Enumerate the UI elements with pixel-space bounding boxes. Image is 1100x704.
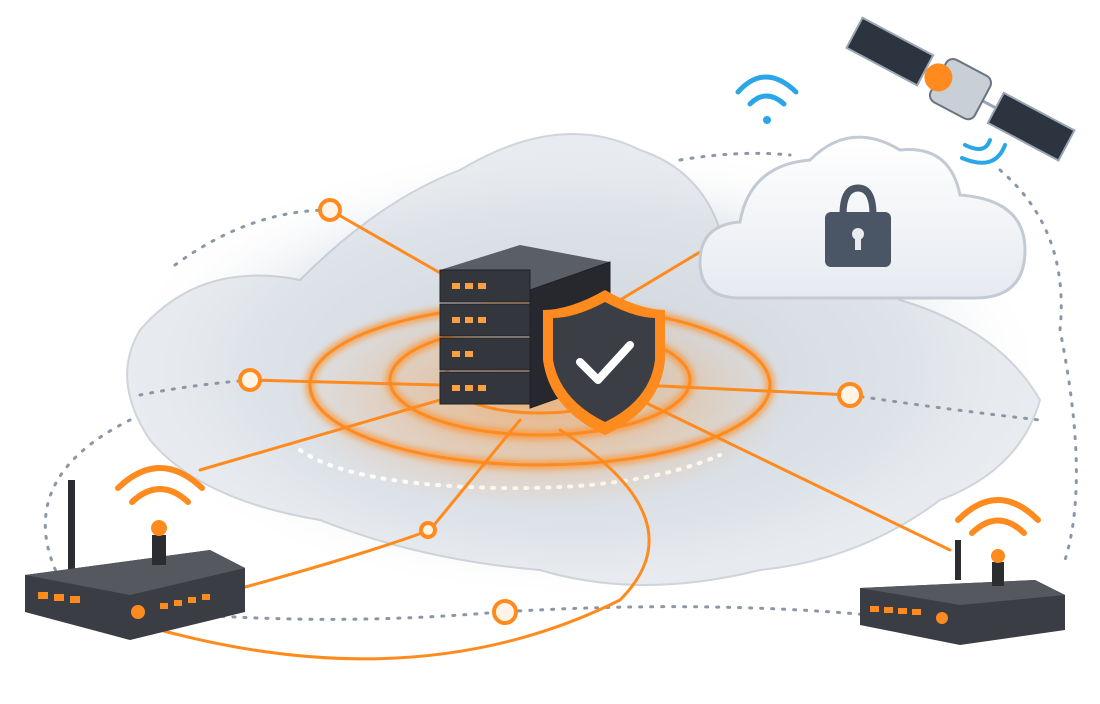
shield-check-icon [543, 290, 665, 435]
wifi-signal-icon [115, 465, 205, 505]
router-icon-left [25, 465, 245, 640]
satellite-icon [845, 16, 1076, 165]
cloud-lock-icon [698, 135, 1027, 300]
wifi-signal-icon [955, 497, 1041, 536]
wifi-signal-icon [735, 74, 799, 124]
network-nodes [238, 198, 863, 625]
router-icon-right [860, 497, 1065, 645]
